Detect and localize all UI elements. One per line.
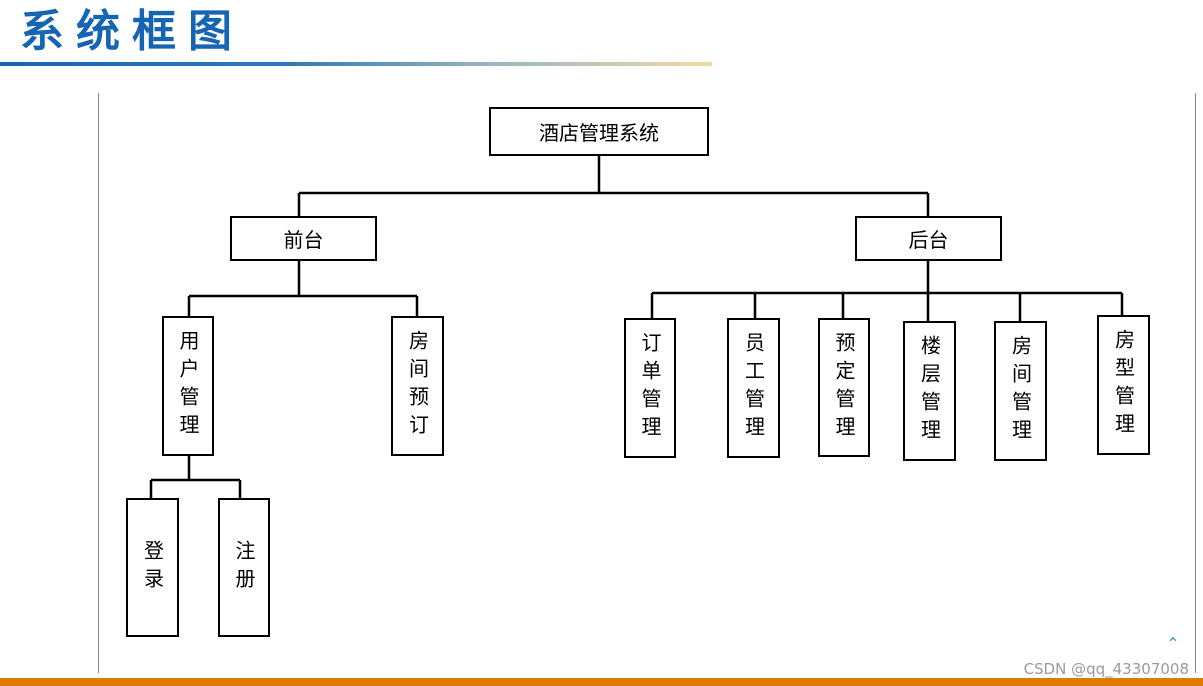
node-room-mgmt: 房间管理 — [994, 321, 1047, 461]
node-order-mgmt: 订单管理 — [624, 318, 676, 458]
node-reservation-mgmt-label: 预定管理 — [832, 331, 856, 444]
title-underline — [0, 62, 712, 66]
node-room-type-mgmt: 房型管理 — [1097, 315, 1150, 455]
node-login-label: 登录 — [140, 539, 165, 596]
node-reservation-mgmt: 预定管理 — [818, 318, 870, 457]
chevron-up-icon[interactable]: ⌃ — [1166, 634, 1180, 653]
node-back: 后台 — [855, 216, 1002, 261]
node-front-label: 前台 — [283, 228, 324, 252]
node-room-booking-label: 房间预订 — [405, 330, 430, 442]
node-register-label: 注册 — [232, 539, 256, 596]
node-front: 前台 — [230, 216, 377, 261]
node-root: 酒店管理系统 — [489, 107, 709, 156]
node-order-mgmt-label: 订单管理 — [638, 332, 662, 444]
node-back-label: 后台 — [908, 228, 949, 252]
node-room-mgmt-label: 房间管理 — [1008, 335, 1033, 447]
node-login: 登录 — [126, 498, 179, 637]
page-title: 系统框图 — [20, 6, 244, 57]
node-user-mgmt-label: 用户管理 — [176, 330, 200, 442]
node-floor-mgmt: 楼层管理 — [903, 321, 956, 461]
node-register: 注册 — [218, 498, 270, 637]
node-staff-mgmt-label: 员工管理 — [741, 332, 766, 444]
node-user-mgmt: 用户管理 — [162, 316, 214, 456]
watermark: CSDN @qq_43307008 — [1023, 660, 1189, 678]
node-staff-mgmt: 员工管理 — [727, 318, 780, 458]
node-root-label: 酒店管理系统 — [539, 121, 659, 145]
frame-left-border — [98, 93, 99, 673]
node-floor-mgmt-label: 楼层管理 — [917, 335, 942, 447]
node-room-booking: 房间预订 — [391, 316, 444, 456]
bottom-accent-bar — [0, 678, 1203, 686]
node-room-type-mgmt-label: 房型管理 — [1111, 329, 1136, 441]
frame-right-border — [1195, 93, 1196, 673]
